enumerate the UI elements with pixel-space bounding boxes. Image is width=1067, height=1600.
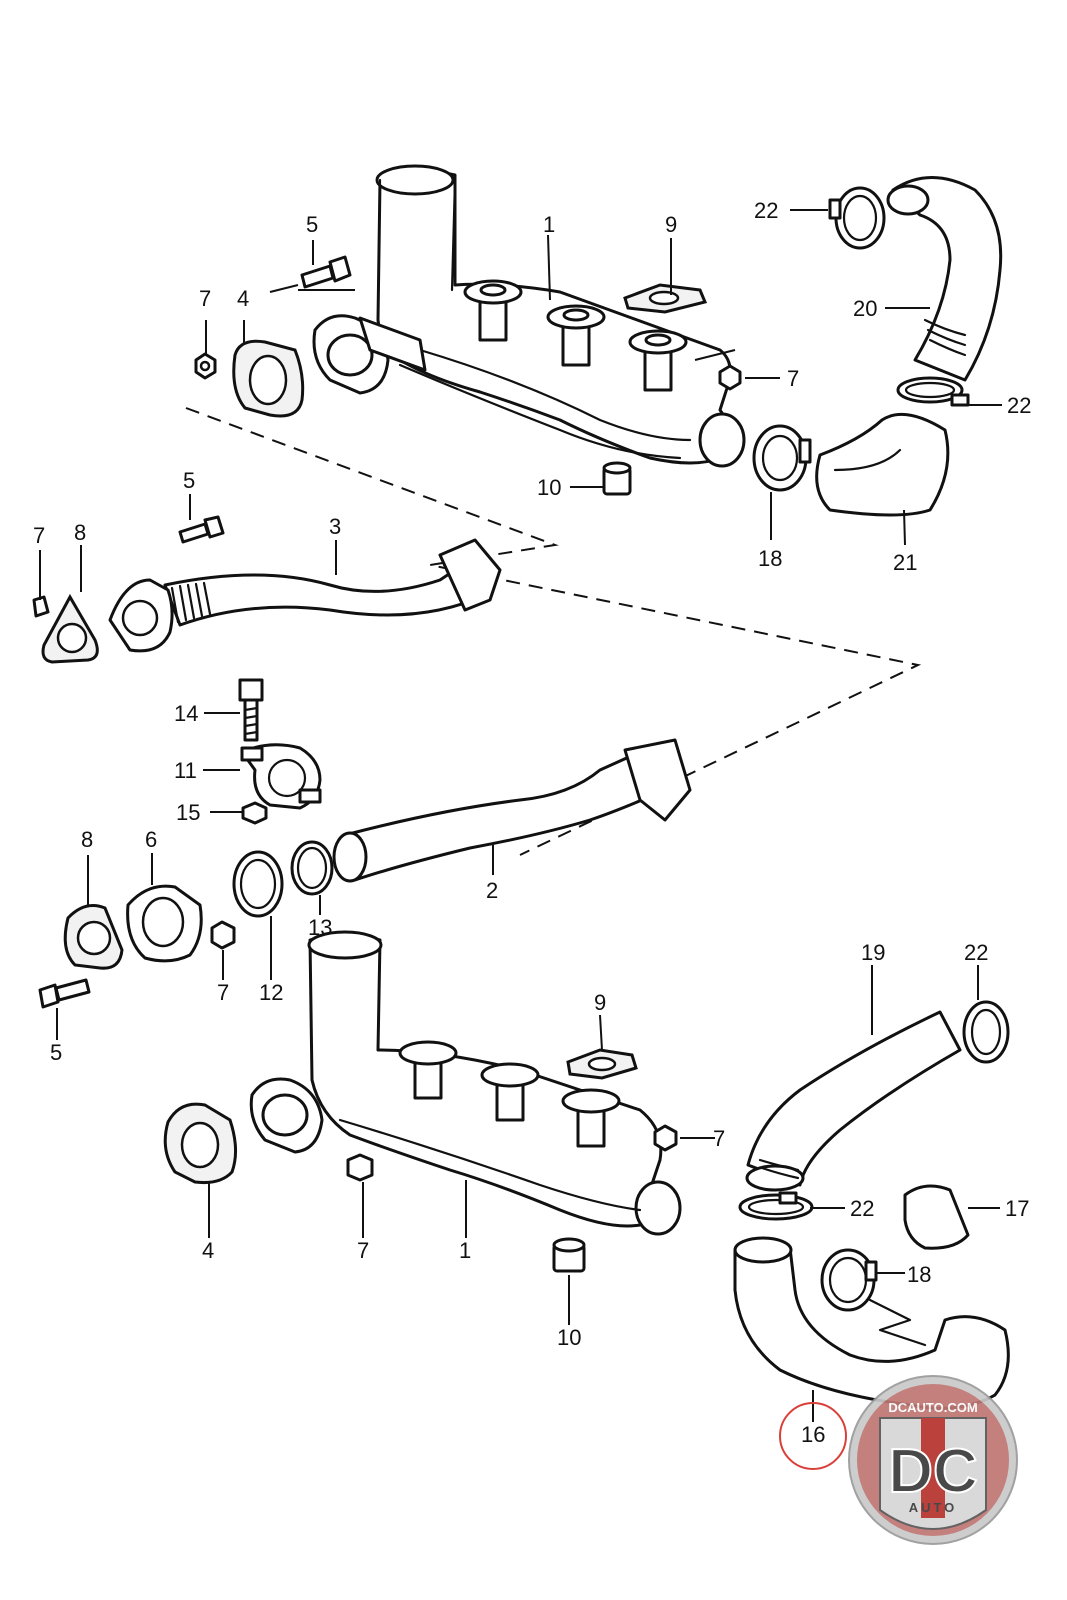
callout-8: 8 — [81, 827, 93, 852]
callout-5: 5 — [50, 1040, 62, 1065]
part-10-lower-bushing — [552, 1237, 586, 1273]
callout-5: 5 — [306, 212, 318, 237]
callout-10: 10 — [557, 1325, 581, 1350]
callout-9: 9 — [594, 990, 606, 1015]
callout-1: 1 — [459, 1238, 471, 1263]
callout-9: 9 — [665, 212, 677, 237]
callout-labels: 22 20 22 21 18 5 1 9 7 4 7 10 5 3 7 8 14… — [33, 198, 1031, 1447]
part-7-lower-mid-nut — [346, 1153, 374, 1182]
part-2-pipe — [332, 738, 692, 883]
part-22-lower-mid-clamp — [738, 1191, 814, 1221]
callout-18: 18 — [758, 546, 782, 571]
callout-6: 6 — [145, 827, 157, 852]
callout-18: 18 — [907, 1262, 931, 1287]
part-3-flex-pipe — [108, 538, 502, 653]
callout-7: 7 — [33, 523, 45, 548]
part-9-upper-gasket — [623, 283, 708, 314]
callout-11: 11 — [174, 758, 197, 783]
part-22-lower-top-clamp — [962, 1000, 1010, 1064]
part-22-upper-right-clamp — [896, 376, 970, 407]
callout-22: 22 — [1007, 393, 1031, 418]
callout-7: 7 — [357, 1238, 369, 1263]
part-22-upper-clamp — [828, 186, 886, 250]
part-8-lower-gasket — [63, 904, 124, 970]
part-5-lower-bolt — [38, 978, 91, 1009]
part-21-upper-elbow — [815, 412, 950, 517]
part-5-mid-bolt — [178, 515, 225, 544]
part-4-lower-gasket — [163, 1102, 237, 1184]
callout-4: 4 — [237, 286, 249, 311]
part-7-lower-right-nut — [653, 1124, 678, 1152]
dcauto-watermark-logo: DCAUTO.COM DC AUTO — [848, 1375, 1018, 1545]
part-7-lower-left-nut — [210, 920, 236, 950]
callout-13: 13 — [308, 915, 332, 940]
part-11-clamp — [240, 743, 322, 810]
part-7-upper-right-nut — [718, 364, 742, 391]
assembly-guide-line — [185, 407, 922, 856]
part-6-flange — [126, 884, 203, 963]
callout-22: 22 — [850, 1196, 874, 1221]
watermark-logo-text: DC — [888, 1437, 978, 1506]
part-16-elbow-pipe — [733, 1236, 1010, 1410]
callout-1: 1 — [543, 212, 555, 237]
part-1-upper-heat-exchanger — [312, 164, 746, 468]
part-18-lower-clamp — [820, 1248, 878, 1312]
callout-7: 7 — [199, 286, 211, 311]
callout-2: 2 — [486, 878, 498, 903]
callout-7: 7 — [217, 980, 229, 1005]
highlight-circle — [779, 1402, 847, 1470]
part-5-upper-bolt — [300, 255, 352, 289]
callout-10: 10 — [537, 475, 561, 500]
watermark-site-text: DCAUTO.COM — [888, 1400, 977, 1415]
part-7-upper-left-nut — [194, 352, 217, 380]
callout-21: 21 — [893, 550, 917, 575]
callout-8: 8 — [74, 520, 86, 545]
part-19-hose — [745, 1010, 962, 1192]
leader-lines — [39, 209, 1002, 1422]
callout-20: 20 — [853, 296, 877, 321]
callout-22: 22 — [754, 198, 778, 223]
part-4-upper-gasket — [232, 339, 305, 418]
callout-16: 16 — [801, 1422, 825, 1447]
callout-12: 12 — [259, 980, 283, 1005]
callout-17: 17 — [1005, 1196, 1029, 1221]
callout-14: 14 — [174, 701, 198, 726]
callout-7: 7 — [713, 1126, 725, 1151]
watermark-sub-text: AUTO — [909, 1500, 958, 1515]
callout-3: 3 — [329, 514, 341, 539]
part-1-lower-heat-exchanger — [249, 930, 682, 1236]
part-10-upper-bushing — [602, 461, 632, 496]
part-8-upper-gasket — [41, 593, 99, 664]
part-13-ring — [290, 840, 334, 896]
part-12-ring — [232, 850, 284, 918]
callout-7: 7 — [787, 366, 799, 391]
part-15-nut — [241, 801, 268, 825]
part-9-lower-gasket — [566, 1048, 638, 1080]
callout-22: 22 — [964, 940, 988, 965]
part-17-sleeve — [903, 1184, 970, 1250]
part-18-upper-clamp — [752, 424, 812, 492]
callout-5: 5 — [183, 468, 195, 493]
part-20-upper-hose — [886, 176, 1003, 382]
callout-15: 15 — [176, 800, 200, 825]
callout-4: 4 — [202, 1238, 214, 1263]
callout-19: 19 — [861, 940, 885, 965]
part-14-bolt — [238, 678, 264, 742]
